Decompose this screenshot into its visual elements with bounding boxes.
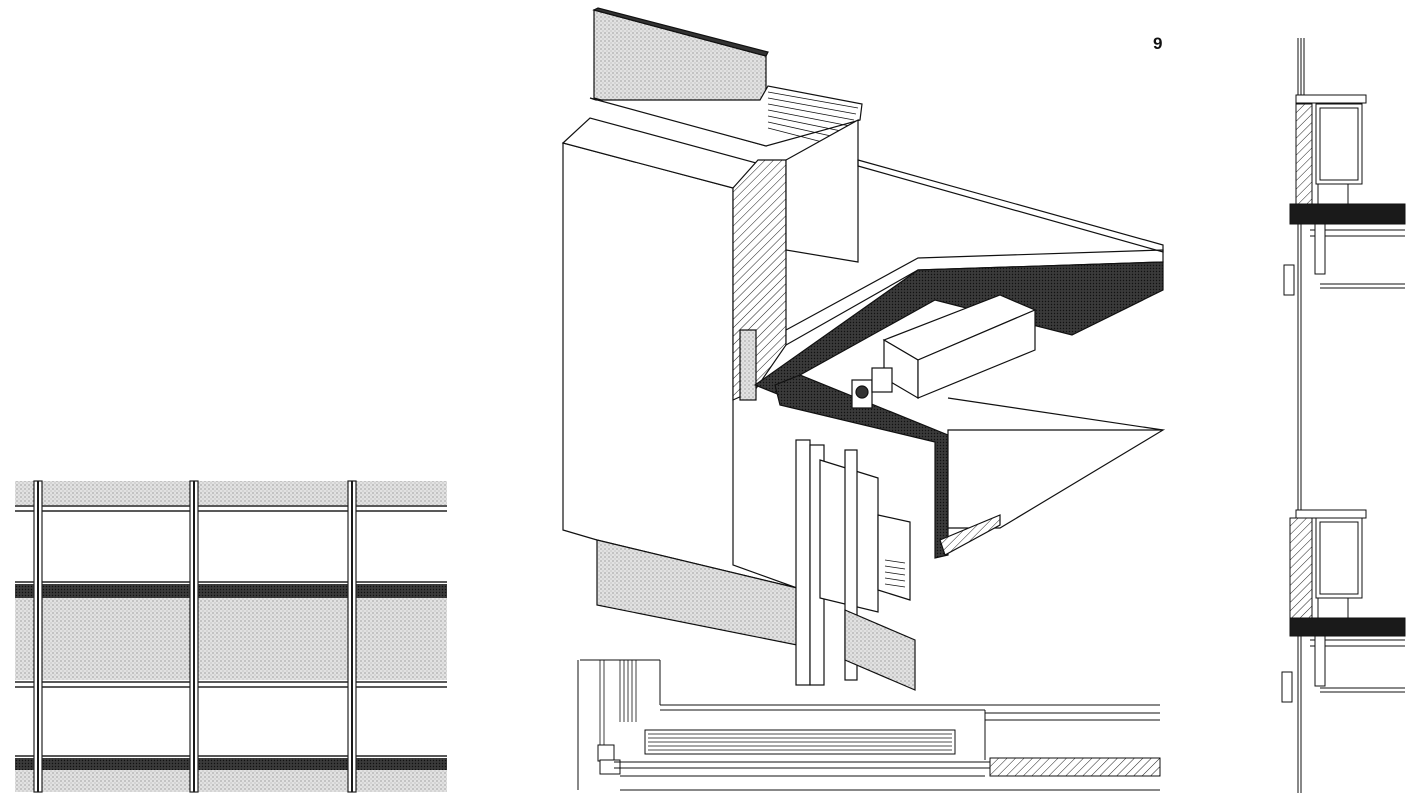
floor-slab (1289, 203, 1406, 225)
floor-slab (1289, 617, 1406, 637)
floor-slab-lower (947, 429, 1166, 529)
glass-panel (15, 481, 447, 505)
window-frame (877, 514, 911, 601)
facade-elevation (15, 480, 447, 793)
spandrel-band (15, 758, 447, 770)
glass-panel (15, 598, 447, 680)
axonometric-detail (561, 7, 1166, 691)
mullion-node (597, 744, 615, 762)
anchor-bracket (851, 367, 893, 409)
plan-section (577, 659, 1161, 791)
spandrel-band (15, 584, 447, 598)
spandrel-hatch (1295, 103, 1313, 205)
vertical-section (1281, 38, 1406, 793)
glass-panel (15, 770, 447, 792)
figure-number: 9 (1153, 34, 1163, 53)
spandrel-hatch (1289, 517, 1313, 619)
vent-grille (644, 729, 956, 755)
